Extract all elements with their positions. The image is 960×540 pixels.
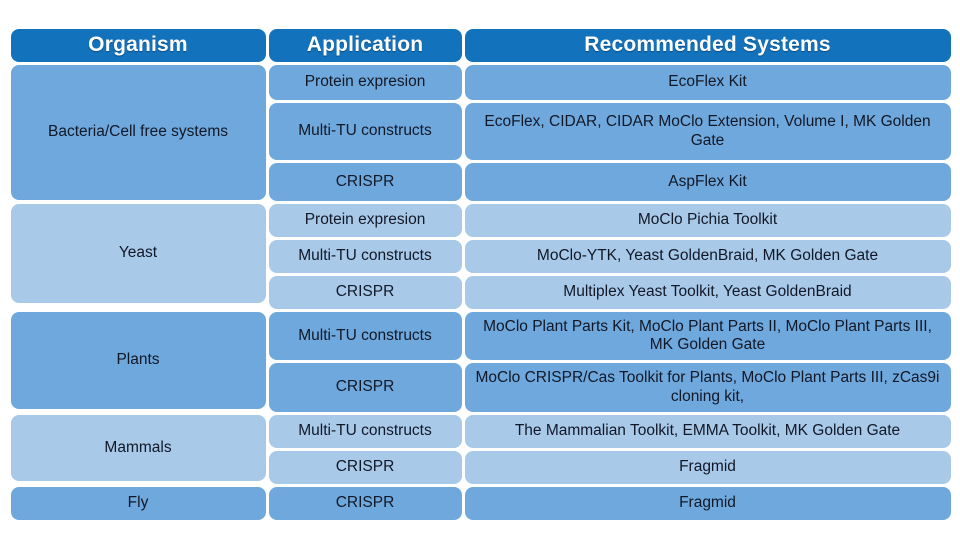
table-row: Protein expresion EcoFlex Kit: [267, 64, 952, 102]
table-group-plants: Plants Multi-TU constructs MoClo Plant P…: [9, 311, 952, 414]
table-group-yeast: Yeast Protein expresion MoClo Pichia Too…: [9, 203, 952, 311]
table-row: CRISPR Fragmid: [267, 486, 952, 522]
application-cell: Protein expresion: [268, 204, 462, 237]
column-header-application: Application: [268, 28, 462, 62]
application-cell: CRISPR: [268, 276, 462, 309]
table-group-bacteria: Bacteria/Cell free systems Protein expre…: [9, 64, 952, 203]
table-header-row: Organism Application Recommended Systems: [9, 27, 952, 63]
organism-cell: Plants: [10, 312, 266, 409]
recommended-systems-table: Organism Application Recommended Systems…: [9, 27, 952, 522]
application-cell: Multi-TU constructs: [268, 240, 462, 273]
table-group-fly: Fly CRISPR Fragmid: [9, 486, 952, 522]
application-cell: Multi-TU constructs: [268, 312, 462, 360]
column-header-recommended-systems: Recommended Systems: [464, 28, 951, 62]
application-cell: CRISPR: [268, 451, 462, 484]
systems-cell: AspFlex Kit: [464, 163, 951, 201]
table-group-mammals: Mammals Multi-TU constructs The Mammalia…: [9, 414, 952, 486]
systems-cell: MoClo Plant Parts Kit, MoClo Plant Parts…: [464, 312, 951, 360]
systems-cell: MoClo-YTK, Yeast GoldenBraid, MK Golden …: [464, 240, 951, 273]
systems-cell: Fragmid: [464, 487, 951, 520]
systems-cell: MoClo Pichia Toolkit: [464, 204, 951, 237]
systems-cell: EcoFlex, CIDAR, CIDAR MoClo Extension, V…: [464, 103, 951, 160]
table-row: CRISPR Fragmid: [267, 450, 952, 486]
organism-cell: Mammals: [10, 415, 266, 481]
application-cell: CRISPR: [268, 487, 462, 520]
organism-cell: Yeast: [10, 204, 266, 303]
systems-cell: MoClo CRISPR/Cas Toolkit for Plants, MoC…: [464, 363, 951, 412]
application-cell: CRISPR: [268, 163, 462, 201]
table-row: CRISPR Multiplex Yeast Toolkit, Yeast Go…: [267, 275, 952, 311]
systems-cell: Fragmid: [464, 451, 951, 484]
application-cell: Multi-TU constructs: [268, 415, 462, 448]
table-row: Multi-TU constructs MoClo-YTK, Yeast Gol…: [267, 239, 952, 275]
table-row: Protein expresion MoClo Pichia Toolkit: [267, 203, 952, 239]
organism-cell: Bacteria/Cell free systems: [10, 65, 266, 200]
table-row: Multi-TU constructs The Mammalian Toolki…: [267, 414, 952, 450]
application-cell: Protein expresion: [268, 65, 462, 100]
table-row: Multi-TU constructs EcoFlex, CIDAR, CIDA…: [267, 102, 952, 162]
organism-cell: Fly: [10, 487, 266, 520]
systems-cell: Multiplex Yeast Toolkit, Yeast GoldenBra…: [464, 276, 951, 309]
systems-cell: The Mammalian Toolkit, EMMA Toolkit, MK …: [464, 415, 951, 448]
application-cell: Multi-TU constructs: [268, 103, 462, 160]
systems-cell: EcoFlex Kit: [464, 65, 951, 100]
table-row: CRISPR MoClo CRISPR/Cas Toolkit for Plan…: [267, 362, 952, 414]
table-row: Multi-TU constructs MoClo Plant Parts Ki…: [267, 311, 952, 362]
application-cell: CRISPR: [268, 363, 462, 412]
table-row: CRISPR AspFlex Kit: [267, 162, 952, 203]
column-header-organism: Organism: [10, 28, 266, 62]
